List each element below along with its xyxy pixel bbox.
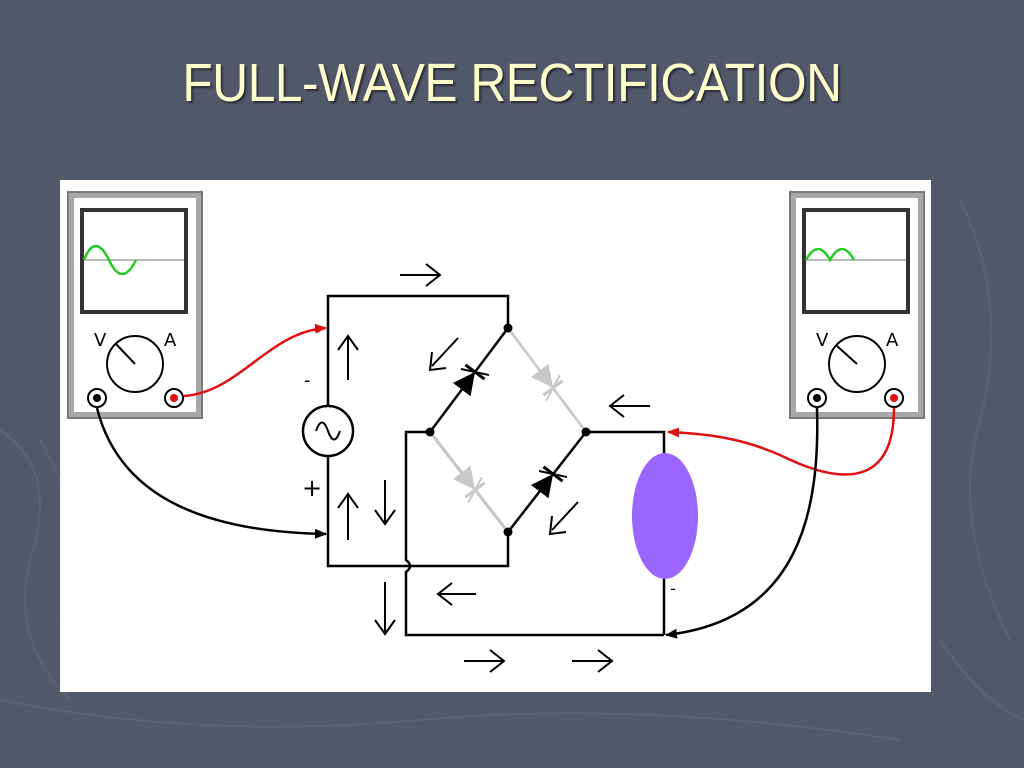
left-meter-screen	[80, 208, 188, 314]
ac-sine-icon	[315, 421, 341, 441]
right-meter-label-v: V	[816, 330, 829, 351]
right-meter-needle	[836, 345, 858, 365]
right-red-lead	[667, 407, 896, 476]
ac-source	[301, 404, 355, 458]
right-meter-rectified-trace	[804, 247, 856, 263]
current-flow-arrows	[337, 263, 650, 673]
diode-d2-inactive	[530, 363, 564, 402]
left-meter-label-v: V	[94, 330, 107, 351]
right-oscilloscope-meter: V A	[789, 191, 925, 419]
source-top-polarity: -	[304, 370, 311, 391]
source-bottom-polarity: +	[302, 474, 322, 502]
right-meter-label-a: A	[886, 330, 899, 351]
right-meter-black-terminal[interactable]	[807, 388, 827, 408]
left-red-lead	[183, 323, 327, 398]
right-meter-red-terminal[interactable]	[884, 388, 904, 408]
bridge-nodes	[425, 323, 591, 537]
right-black-lead	[665, 407, 819, 639]
right-meter-screen	[802, 208, 910, 314]
diode-d1-active	[452, 363, 490, 397]
diode-d3-inactive	[452, 465, 486, 504]
left-meter-label-a: A	[164, 330, 177, 351]
circuit-diagram: V A V A	[60, 180, 931, 692]
left-meter-sine-trace	[82, 244, 138, 276]
circuit-wires	[326, 294, 666, 637]
diode-d4-active	[530, 465, 568, 499]
left-meter-black-terminal[interactable]	[87, 388, 107, 408]
left-meter-red-terminal[interactable]	[164, 388, 184, 408]
slide-title: FULL-WAVE RECTIFICATION	[182, 53, 842, 113]
load-bottom-polarity: -	[670, 579, 676, 598]
left-black-lead	[95, 407, 327, 539]
left-meter-needle	[115, 343, 136, 365]
load-resistor	[632, 453, 698, 579]
left-oscilloscope-meter: V A	[67, 191, 203, 419]
